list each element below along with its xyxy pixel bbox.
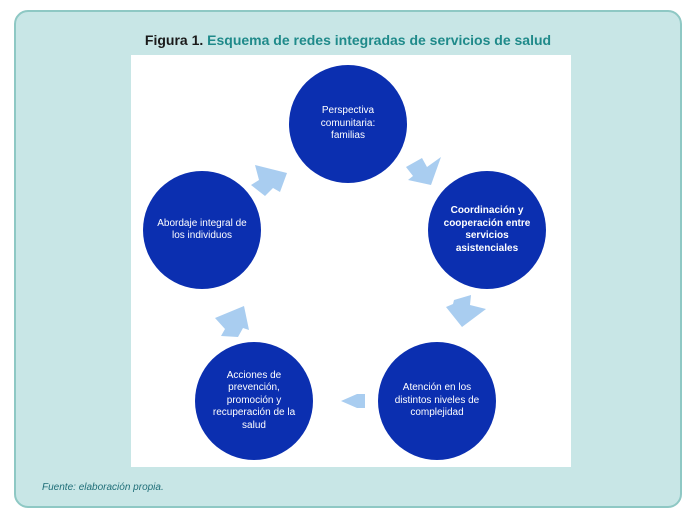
node-label: Perspectiva comunitaria: familias — [320, 105, 376, 142]
node-coordinacion: Coordinación y cooperación entre servici… — [428, 171, 546, 289]
figure-caption: Figura 1. Esquema de redes integradas de… — [16, 32, 680, 48]
node-acciones-prevencion: Acciones de prevención, promoción y recu… — [195, 342, 313, 460]
node-perspectiva-comunitaria: Perspectiva comunitaria: familias — [289, 65, 407, 183]
node-label: Atención en los distintos niveles de com… — [394, 382, 480, 419]
node-label: Coordinación y cooperación entre servici… — [443, 205, 531, 254]
figure-title: Esquema de redes integradas de servicios… — [207, 32, 552, 48]
node-label: Acciones de prevención, promoción y recu… — [212, 369, 296, 431]
arrow-2-to-3 — [446, 295, 486, 327]
node-atencion-niveles: Atención en los distintos niveles de com… — [378, 342, 496, 460]
arrow-5-to-1 — [251, 165, 287, 196]
node-abordaje-integral: Abordaje integral de los individuos — [143, 171, 261, 289]
figure-source: Fuente: elaboración propia. — [42, 482, 164, 493]
figure-number: Figura 1. — [144, 32, 204, 48]
arrows-layer — [215, 157, 486, 408]
arrow-3-to-4 — [341, 394, 365, 408]
arrow-4-to-5 — [215, 306, 249, 337]
diagram-canvas: Perspectiva comunitaria: familias Coordi… — [131, 55, 571, 467]
arrow-1-to-2 — [406, 157, 441, 185]
node-label: Abordaje integral de los individuos — [157, 217, 247, 242]
